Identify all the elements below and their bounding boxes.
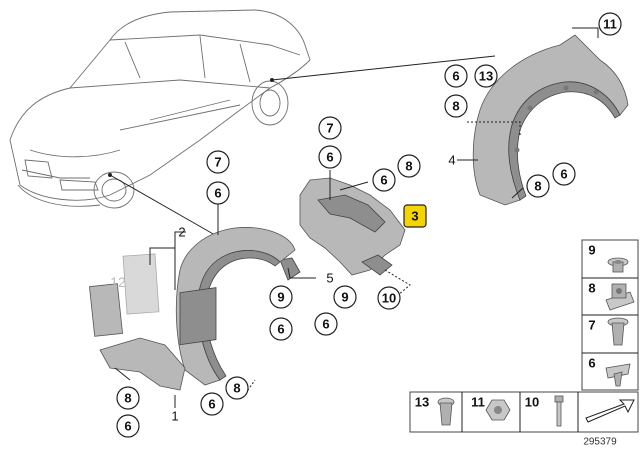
callout-circle [206, 150, 230, 174]
callout-4: 4 [448, 153, 455, 168]
callout-label: 6 [277, 322, 284, 337]
callout-label: 10 [382, 291, 396, 306]
callout-circle [318, 145, 342, 169]
legend-bottom: 13 11 10 [409, 391, 639, 433]
hex-nut-icon [485, 399, 511, 421]
callout-5: 5 [326, 271, 333, 286]
callout-circle [206, 181, 230, 205]
front-wheel-arch-liner [89, 227, 296, 391]
callout-circle [318, 116, 342, 140]
callout-label: 7 [214, 155, 221, 170]
callout-label: 8 [405, 159, 412, 174]
callout-2: 2 [178, 225, 185, 240]
legend-13: 13 [415, 395, 429, 410]
callout-label: 8 [452, 99, 459, 114]
legend-9: 9 [588, 243, 595, 258]
legend-8: 8 [588, 281, 595, 296]
callout-circle [377, 286, 401, 310]
callout-circle [397, 154, 421, 178]
callout-label: 8 [534, 179, 541, 194]
callout-label: 13 [479, 69, 493, 84]
callout-label: 8 [233, 381, 240, 396]
callout-label: 6 [208, 397, 215, 412]
callout-circle [116, 414, 140, 438]
callout-circle [200, 392, 224, 416]
push-rivet-icon [607, 257, 629, 273]
drawing-number: 295379 [583, 437, 617, 448]
legend-6: 6 [588, 356, 595, 371]
callout-label: 6 [214, 186, 221, 201]
callout-circle [314, 312, 338, 336]
pin-screw-icon [554, 395, 564, 427]
callout-1: 1 [171, 409, 178, 424]
callout-label: 6 [124, 419, 131, 434]
callout-circle [372, 168, 396, 192]
callout-circle [333, 285, 357, 309]
callout-label: 6 [322, 317, 329, 332]
callout-3: 3 [411, 209, 418, 224]
legend-11: 11 [471, 395, 485, 410]
screw-clip-icon [605, 363, 631, 387]
callout-circle [552, 162, 576, 186]
callout-label: 6 [380, 173, 387, 188]
arrow-icon [585, 399, 635, 423]
callout-label: 9 [341, 290, 348, 305]
rear-wheel-arch-liner [472, 34, 629, 206]
callout-label: 9 [277, 290, 284, 305]
callout-circle [474, 64, 498, 88]
legend-right: 9 8 7 6 [581, 239, 639, 391]
callout-12: 12 [110, 274, 126, 290]
front-wheel-arch-cover [279, 177, 406, 281]
rivet-clip-icon [437, 397, 455, 426]
callout-circle [225, 376, 249, 400]
callout-circle [598, 12, 622, 36]
callout-circle [444, 94, 468, 118]
callout-label: 7 [326, 121, 333, 136]
callout-label: 6 [560, 167, 567, 182]
speed-nut-clip-icon [605, 283, 635, 311]
callout-circle [269, 285, 293, 309]
callout-circle [269, 317, 293, 341]
highlight-box [403, 204, 427, 228]
callout-circle [444, 64, 468, 88]
legend-10: 10 [525, 395, 539, 410]
callout-label: 6 [452, 69, 459, 84]
legend-7: 7 [588, 318, 595, 333]
callout-label: 8 [124, 391, 131, 406]
car-outline [9, 9, 311, 209]
callout-circle [526, 174, 550, 198]
callout-label: 6 [326, 150, 333, 165]
callout-label: 11 [603, 17, 617, 32]
expanding-rivet-icon [607, 317, 629, 346]
callout-circle [116, 386, 140, 410]
